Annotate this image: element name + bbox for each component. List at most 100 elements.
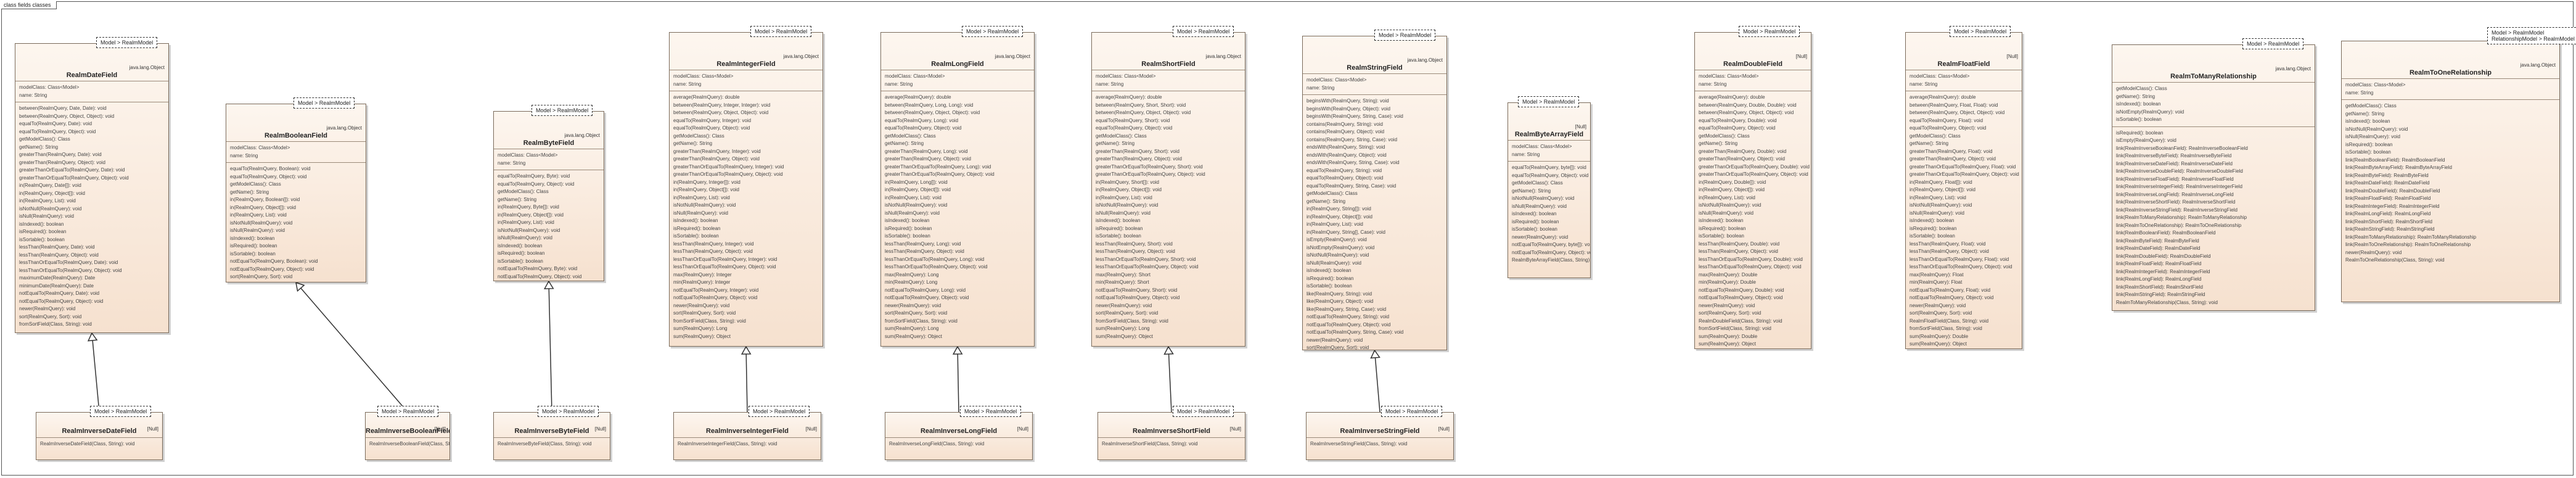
- operation-row: lessThan(RealmQuery, Short): void: [1096, 241, 1173, 247]
- generalization-arrowhead: [1370, 349, 1380, 359]
- attribute-row: modelClass: Class<Model>: [1512, 144, 1572, 149]
- template-label: Model > RealmModel: [94, 408, 147, 414]
- class-name: RealmLongField: [931, 60, 984, 68]
- operation-row: min(RealmQuery): Float: [1909, 279, 1963, 285]
- operation-row: fromSortField(Class, String): void: [19, 321, 92, 327]
- attributes-compartment: modelClass: Class<Model>name: String: [2342, 79, 2559, 100]
- template-label: Model > RealmModel: [2247, 41, 2300, 47]
- operation-row: isNotNull(RealmQuery): void: [1512, 196, 1575, 201]
- class-name: RealmInverseBooleanField: [366, 427, 450, 435]
- class-header: [Null]RealmInverseShortField: [1098, 413, 1245, 438]
- operation-row: like(RealmQuery, Object): void: [1306, 299, 1374, 304]
- template-label: Model > RealmModel: [1743, 28, 1796, 35]
- operation-row: isNotNull(RealmQuery): void: [2345, 126, 2408, 132]
- operation-row: isIndexed(): boolean: [1699, 218, 1744, 223]
- operation-row: link(RealmIntegerField): RealmIntegerFie…: [2116, 268, 2210, 274]
- attributes-compartment: modelClass: Class<Model>name: String: [881, 70, 1034, 91]
- operation-row: link(RealmDateField): RealmDateField: [2116, 245, 2201, 251]
- operation-row: lessThanOrEqualTo(RealmQuery, Double): v…: [1699, 256, 1803, 262]
- operation-row: in(RealmQuery, List): void: [498, 220, 554, 225]
- operation-row: link(RealmStringField): RealmStringField: [2116, 292, 2205, 297]
- operation-row: sort(RealmQuery, Sort): void: [1909, 310, 1972, 316]
- operation-row: newer(RealmQuery): void: [1909, 302, 1966, 308]
- operation-row: link(RealmLongField): RealmLongField: [2116, 276, 2202, 282]
- operation-row: between(RealmQuery, Object, Object): voi…: [1699, 110, 1794, 115]
- template-label: Model > RealmModel: [100, 39, 154, 46]
- operation-row: lessThanOrEqualTo(RealmQuery, Integer): …: [673, 256, 777, 262]
- attribute-row: modelClass: Class<Model>: [230, 145, 290, 150]
- class-header: [Null]RealmInverseDateField: [36, 413, 162, 438]
- operation-row: lessThan(RealmQuery, Object): void: [1096, 249, 1175, 254]
- operation-row: sum(RealmQuery): Double: [1699, 333, 1758, 339]
- operation-row: equalTo(RealmQuery, Short): void: [1096, 117, 1170, 123]
- template-parameter: Model > RealmModel: [960, 406, 1022, 417]
- operation-row: isIndexed(): boolean: [230, 235, 275, 241]
- operation-row: link(RealmBooleanField): RealmBooleanFie…: [2116, 230, 2216, 236]
- operation-row: lessThan(RealmQuery, Object): void: [1699, 249, 1778, 254]
- operation-row: link(RealmToOneRelationship): RealmToOne…: [2345, 242, 2471, 247]
- operation-row: isSortable(): boolean: [2345, 149, 2391, 155]
- operation-row: isNull(RealmQuery): void: [498, 235, 552, 241]
- operation-row: link(RealmInverseDateField): RealmInvers…: [2116, 160, 2233, 167]
- operation-row: isIndexed(): boolean: [1306, 268, 1352, 273]
- operation-row: link(RealmInverseIntegerField): RealmInv…: [2116, 184, 2242, 189]
- template-label: Model > RealmModel: [542, 408, 595, 414]
- operation-row: greaterThan(RealmQuery, Long): void: [885, 148, 968, 154]
- operation-row: fromSortField(Class, String): void: [230, 281, 362, 282]
- operation-row: sort(RealmQuery, Sort): void: [19, 313, 82, 319]
- bound-type-label: java.lang.Object: [2275, 66, 2311, 72]
- operation-row: between(RealmQuery, Object, Object): voi…: [673, 110, 769, 115]
- operation-row: lessThanOrEqualTo(RealmQuery, Object): v…: [1909, 264, 2012, 270]
- operation-row: getName(): String: [673, 141, 713, 146]
- operation-row: getName(): String: [19, 144, 59, 150]
- generalization-arrowhead: [952, 345, 963, 355]
- operation-row: link(RealmInverseShortField): RealmInver…: [2116, 199, 2236, 205]
- operation-row: average(RealmQuery): double: [885, 94, 951, 100]
- class-header: [Null]RealmInverseIntegerField: [674, 413, 821, 438]
- operation-row: contains(RealmQuery, String): void: [1306, 121, 1383, 127]
- operation-row: in(RealmQuery, String[]): void: [1306, 206, 1371, 212]
- operation-row: between(RealmQuery, Object, Object): voi…: [1909, 110, 2005, 115]
- operation-row: link(RealmToOneRelationship): RealmToOne…: [2116, 222, 2242, 228]
- operation-row: average(RealmQuery): double: [673, 94, 740, 100]
- operation-row: isRequired(): boolean: [230, 243, 277, 249]
- template-label: Model > RealmModel: [536, 107, 589, 113]
- operation-row: sort(RealmQuery, Sort): void: [673, 310, 736, 316]
- operation-row: max(RealmQuery): Float: [1909, 271, 1964, 278]
- operation-row: lessThanOrEqualTo(RealmQuery, Long): voi…: [885, 256, 985, 262]
- operation-row: notEqualTo(RealmQuery, Integer): void: [673, 287, 759, 293]
- operation-row: lessThanOrEqualTo(RealmQuery, Object): v…: [673, 264, 776, 270]
- operation-row: equalTo(RealmQuery, Integer): void: [673, 117, 752, 123]
- operation-row: average(RealmQuery): double: [1909, 94, 1976, 100]
- operation-row: notEqualTo(RealmQuery, Object): void: [230, 266, 314, 272]
- bound-type-label: java.lang.Object: [1205, 54, 1241, 59]
- operation-row: sum(RealmQuery): Object: [673, 333, 731, 339]
- attribute-row: name: String: [673, 81, 702, 87]
- operation-row: link(RealmInverseDoubleField): RealmInve…: [2116, 168, 2243, 174]
- operation-row: isSortable(): boolean: [230, 250, 276, 257]
- operation-row: notEqualTo(RealmQuery, Object): void: [19, 298, 104, 304]
- operation-row: isIndexed(): boolean: [498, 242, 543, 249]
- operation-row: isNotNull(RealmQuery): void: [1306, 252, 1369, 258]
- attributes-compartment: modelClass: Class<Model>name: String: [1303, 74, 1446, 95]
